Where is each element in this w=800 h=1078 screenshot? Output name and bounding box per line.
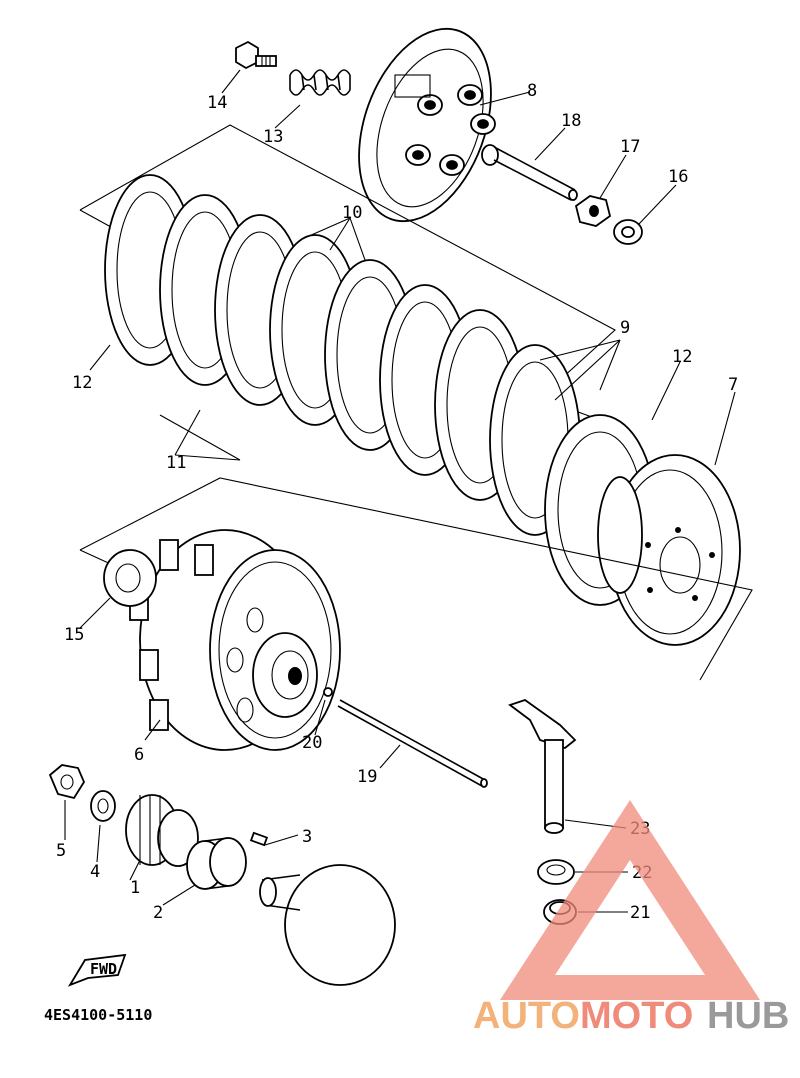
callout-6: 6 bbox=[134, 745, 144, 765]
pressure-plate bbox=[358, 27, 496, 223]
callout-12-right: 12 bbox=[672, 347, 692, 367]
watermark-text: AUTO MOTO HUB bbox=[473, 995, 789, 1037]
nut-lower bbox=[48, 764, 86, 800]
washer-lower bbox=[90, 790, 116, 822]
callout-7: 7 bbox=[728, 375, 738, 395]
key bbox=[249, 831, 269, 847]
leader-lines bbox=[64, 69, 736, 913]
washer bbox=[613, 219, 643, 245]
callout-4: 4 bbox=[90, 862, 100, 882]
callout-9: 9 bbox=[620, 318, 630, 338]
lock-washer bbox=[103, 549, 157, 607]
push-lever-shaft bbox=[508, 699, 577, 834]
spacer bbox=[186, 837, 247, 890]
watermark-logo bbox=[500, 800, 760, 1000]
callout-18: 18 bbox=[561, 111, 581, 131]
diagram-code: 4ES4100-5110 bbox=[44, 1006, 152, 1024]
watermark-auto: AUTO bbox=[473, 995, 580, 1037]
oil-seal bbox=[537, 859, 575, 885]
ball bbox=[323, 687, 333, 697]
fwd-arrow-icon: FWD bbox=[67, 953, 127, 987]
callout-17: 17 bbox=[620, 137, 640, 157]
callout-21: 21 bbox=[630, 903, 650, 923]
callout-16: 16 bbox=[668, 167, 688, 187]
clutch-spring bbox=[289, 69, 351, 96]
primary-drive-gear bbox=[125, 794, 199, 867]
push-rod-short bbox=[481, 144, 578, 201]
push-rod-long bbox=[337, 699, 488, 788]
watermark-moto: MOTO bbox=[580, 995, 693, 1037]
callout-14: 14 bbox=[207, 93, 227, 113]
clutch-plates bbox=[104, 174, 581, 536]
callout-labels: 1 2 3 4 5 6 7 8 9 10 11 12 12 13 14 15 1… bbox=[56, 81, 738, 923]
plate-stack-outline bbox=[79, 124, 616, 461]
watermark-triangle-icon bbox=[500, 800, 760, 1000]
callout-3: 3 bbox=[302, 827, 312, 847]
callout-8: 8 bbox=[527, 81, 537, 101]
callout-13: 13 bbox=[263, 127, 283, 147]
callout-15: 15 bbox=[64, 625, 84, 645]
callout-1: 1 bbox=[130, 878, 140, 898]
callout-20: 20 bbox=[302, 733, 322, 753]
callout-19: 19 bbox=[357, 767, 377, 787]
callout-2: 2 bbox=[153, 903, 163, 923]
clutch-housing bbox=[129, 529, 341, 751]
callout-10: 10 bbox=[342, 203, 362, 223]
watermark-hub: HUB bbox=[707, 995, 789, 1037]
nut bbox=[574, 195, 612, 227]
callout-12-left: 12 bbox=[72, 373, 92, 393]
bolt bbox=[235, 40, 277, 70]
callout-11: 11 bbox=[166, 453, 186, 473]
crankshaft bbox=[259, 864, 396, 986]
clutch-boss bbox=[597, 454, 741, 646]
callout-5: 5 bbox=[56, 841, 66, 861]
fwd-label: FWD bbox=[90, 960, 117, 978]
